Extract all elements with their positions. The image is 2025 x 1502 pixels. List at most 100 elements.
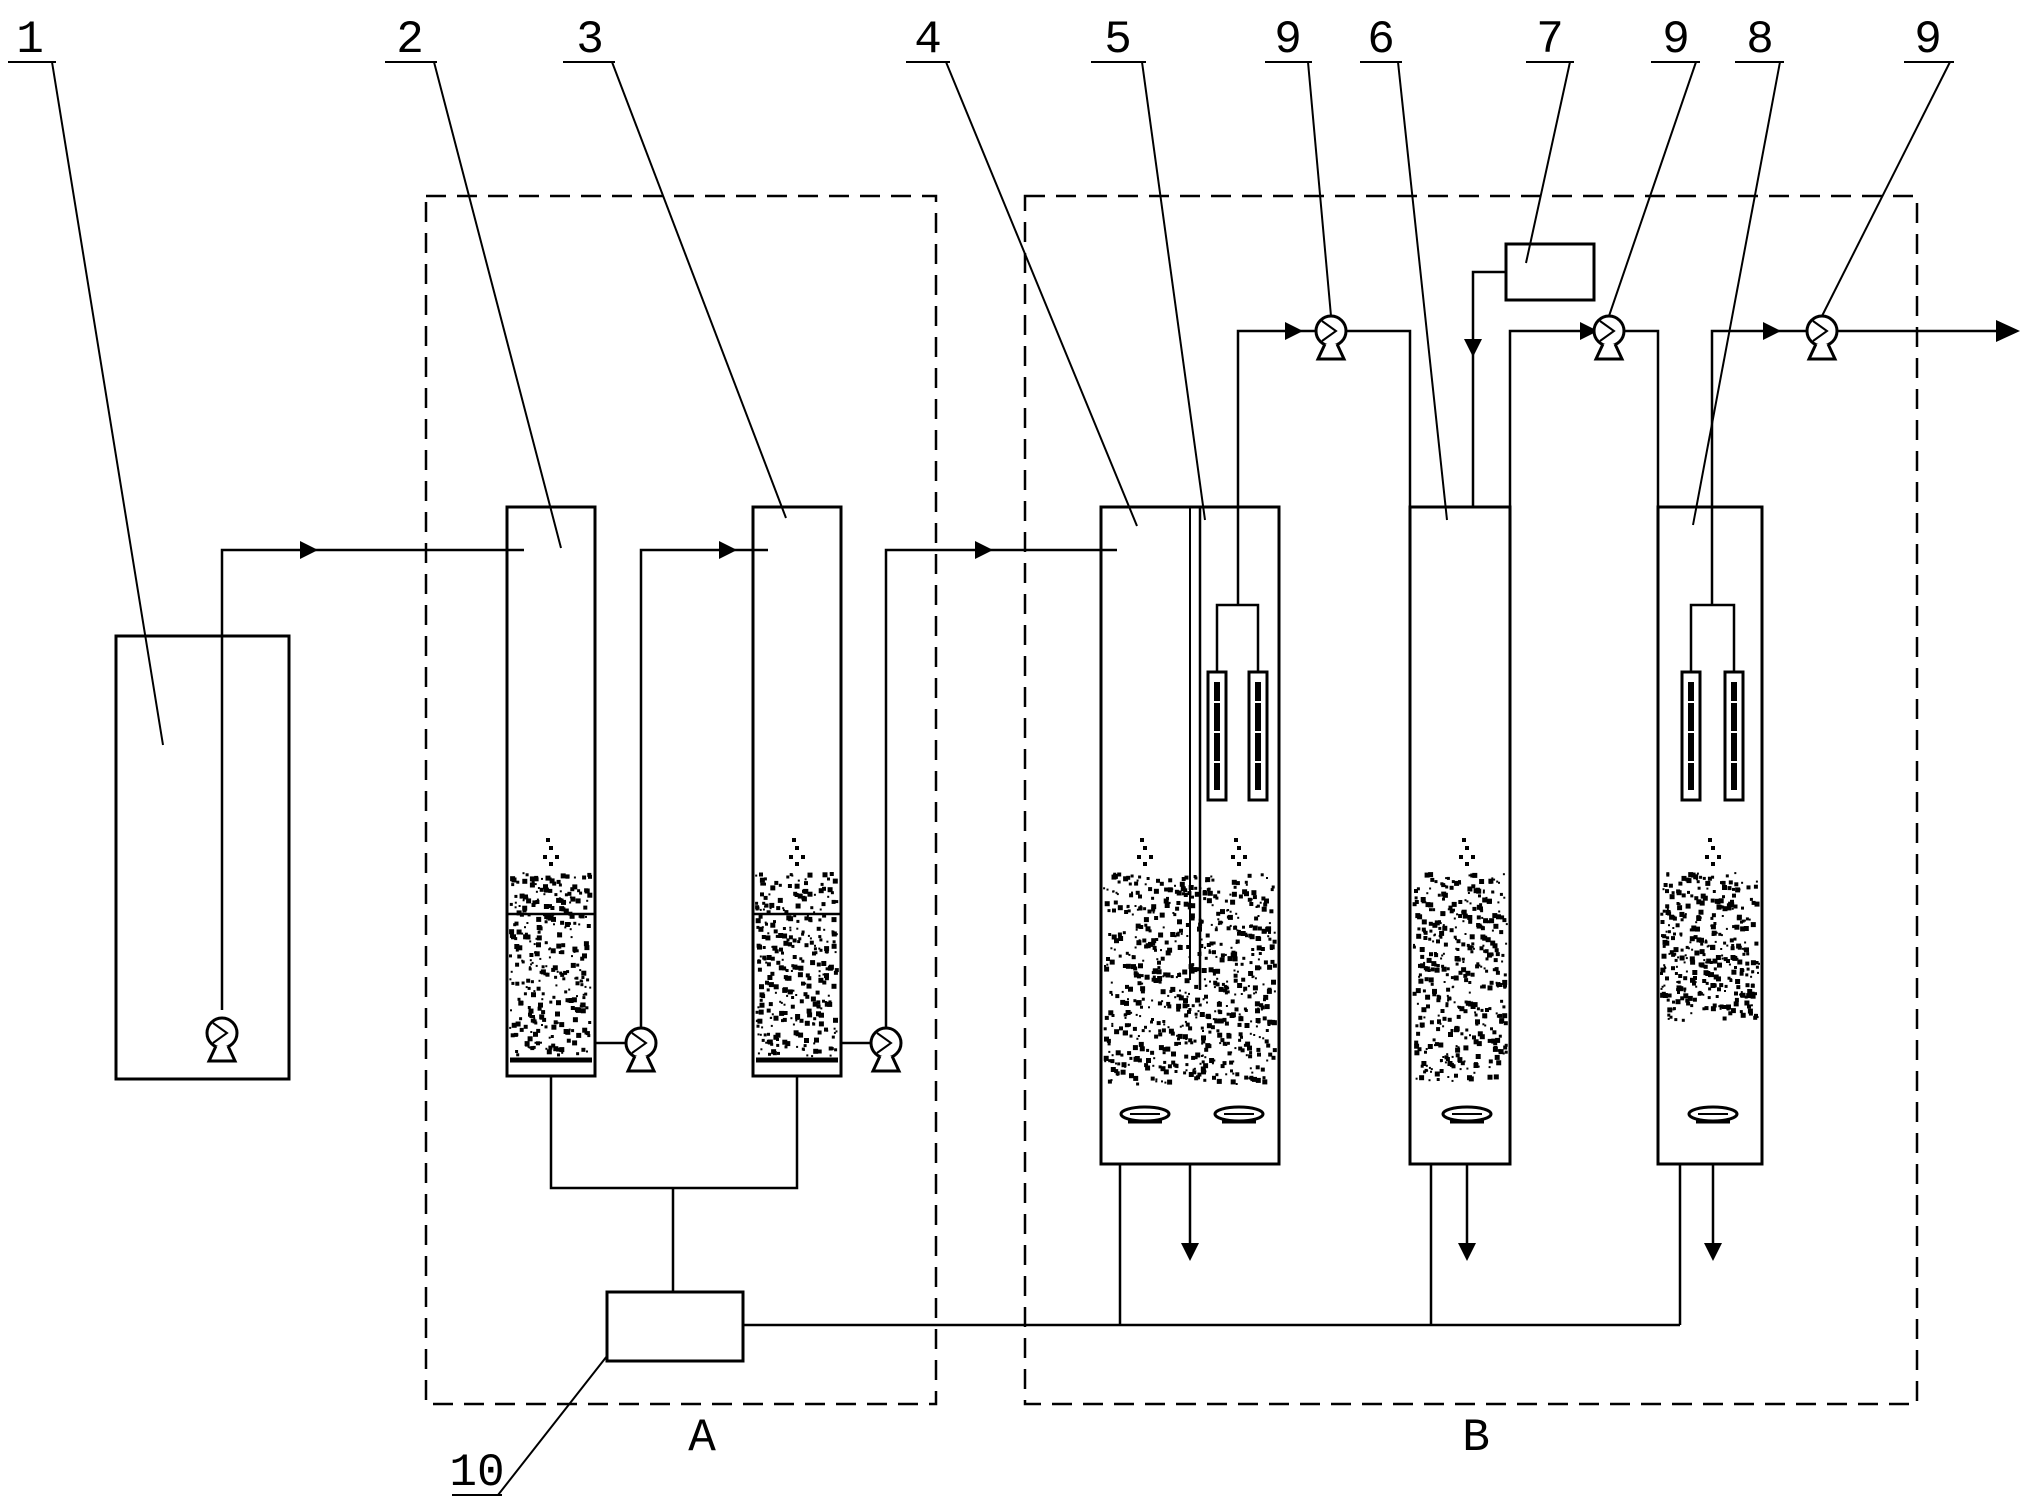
media-particle [1436,964,1440,967]
media-particle [1198,922,1203,927]
media-particle [782,927,786,930]
bubble-mark [801,855,805,859]
media-particle [1740,993,1744,998]
media-particle [1731,907,1734,910]
media-particle [1463,1009,1468,1014]
media-particle [1151,938,1157,944]
media-particle [1754,901,1760,907]
media-particle [1269,944,1275,950]
media-particle [1505,942,1508,945]
media-particle [1229,910,1232,913]
leader-line-9a [1307,61,1332,317]
media-particle [1162,926,1165,929]
media-particle [1254,1077,1257,1081]
media-particle [1503,973,1507,977]
media-particle [1153,978,1159,983]
media-particle [1690,1004,1694,1008]
media-particle [541,965,545,969]
media-particle [804,1038,809,1043]
transfer-line-3-4 [841,548,1117,1045]
media-particle [510,1009,512,1012]
media-particle [1485,937,1491,943]
media-particle [1206,888,1210,892]
media-particle [556,879,561,884]
media-particle [1175,976,1178,979]
media-particle [1471,884,1476,889]
media-particle [799,999,804,1004]
media-particle [786,875,790,879]
media-particle [782,909,785,912]
media-particle [831,943,837,949]
media-particle [587,892,593,898]
media-particle [1669,950,1674,955]
media-particle [1108,933,1112,936]
media-particle [818,1021,824,1027]
media-particle [531,903,536,907]
media-particle [1441,966,1447,972]
media-particle [1238,894,1243,899]
media-particle [1446,994,1449,997]
media-particle [804,982,807,985]
media-particle [1104,901,1110,907]
media-particle [1466,943,1470,947]
media-particle [1192,1070,1197,1075]
media-particle [1728,901,1732,905]
media-particle [1746,885,1751,890]
media-particle [1166,1001,1171,1006]
media-particle [572,1042,575,1045]
media-particle [1164,903,1170,908]
media-particle [1216,1078,1222,1084]
media-particle [1145,943,1151,949]
media-particle [1128,986,1133,992]
media-particle [1164,887,1169,892]
media-particle [1754,1013,1758,1017]
flow-arrow-icon [1285,322,1303,340]
media-particle [579,979,583,983]
media-particle [544,941,548,945]
flow-arrow-icon [1704,1243,1722,1261]
media-particle [1137,1035,1140,1037]
media-particle [1695,985,1698,988]
media-particle [809,937,812,940]
media-particle [1170,986,1176,992]
media-particle [1201,1069,1206,1075]
media-particle [1451,1055,1454,1058]
media-particle [1137,1058,1142,1063]
media-particle [1203,1063,1209,1069]
media-particle [1265,926,1271,932]
bubble-mark [795,846,799,850]
media-particle [1482,889,1485,892]
media-particle [527,913,531,917]
media-particle [559,906,565,912]
pump-icon [624,1026,658,1073]
media-particle [1167,947,1173,953]
media-particle [1436,994,1440,998]
media-particle [1469,1034,1471,1037]
media-particle [526,922,529,924]
media-particle [1186,995,1189,998]
media-particle [774,949,779,954]
media-particle [1234,962,1238,966]
media-particle [1430,982,1434,986]
part-label-10: 10 [449,1447,504,1499]
media-particle [1752,901,1755,904]
media-particle [1493,1074,1499,1080]
media-particle [1704,1006,1709,1011]
media-particle [1681,893,1686,898]
media-particle [1685,877,1690,882]
media-particle [1447,996,1452,1001]
media-particle [1744,1000,1750,1006]
media-particle [785,1041,791,1047]
media-particle [831,917,837,923]
media-particle [1110,981,1113,984]
media-particle [1668,924,1670,927]
media-particle [1677,905,1683,911]
media-particle [1110,1067,1116,1072]
media-particle [1424,977,1429,982]
media-particle [1666,998,1670,1002]
media-particle [1223,988,1228,993]
media-particle [1113,900,1118,905]
media-particle [527,900,530,903]
media-particle [530,963,533,966]
media-particle [1154,948,1157,952]
